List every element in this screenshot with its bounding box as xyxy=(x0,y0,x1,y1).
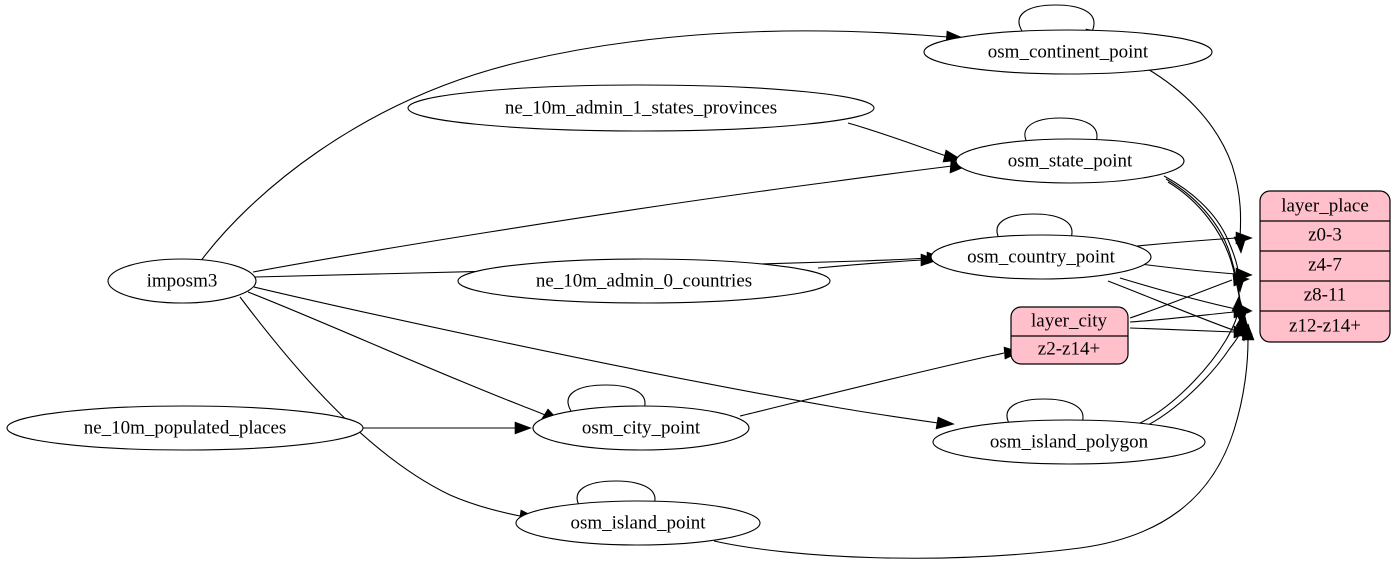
edge-imposm3-to-osm-city-point xyxy=(247,291,561,423)
node-ne-10m-admin-1-states-provinces[interactable]: ne_10m_admin_1_states_provinces xyxy=(407,84,875,132)
edge-osm-country-point-to-layer-place-z12-z14 xyxy=(1107,280,1253,338)
node-osm-continent-point[interactable]: osm_continent_point xyxy=(923,29,1213,75)
record-layer-place[interactable]: layer_place z0-3 z4-7 z8-11 z12-z14+ xyxy=(1259,190,1391,343)
edge-imposm3-to-osm-island-polygon xyxy=(253,286,955,430)
node-osm-island-polygon[interactable]: osm_island_polygon xyxy=(932,419,1206,465)
record-layer-city[interactable]: layer_city z2-z14+ xyxy=(1010,306,1129,365)
edge-osm-country-point-to-layer-place-z0-3 xyxy=(1136,231,1253,247)
edge-osm-country-point-to-layer-place-z8-11 xyxy=(1119,277,1253,316)
edge-osm-island-polygon-to-layer-place-z12-z14 xyxy=(1141,311,1249,429)
edge-imposm3-to-osm-state-point xyxy=(252,159,968,273)
edge-osm-state-point-to-layer-place-z8-11 xyxy=(1165,178,1248,327)
edge-osm-city-point-to-layer-city-z2-z14 xyxy=(739,346,1021,417)
edge-ne-admin0-to-osm-country-point xyxy=(817,253,938,269)
node-osm-state-point[interactable]: osm_state_point xyxy=(955,138,1185,184)
edge-imposm3-to-osm-continent-point xyxy=(199,30,964,263)
edge-ne-admin1-to-osm-state-point xyxy=(847,122,963,163)
edge-osm-island-point-to-layer-place-z12-z14 xyxy=(713,323,1255,559)
node-layer: imposm3 ne_10m_admin_1_states_provinces … xyxy=(6,29,1213,546)
node-ne-10m-admin-0-countries[interactable]: ne_10m_admin_0_countries xyxy=(457,258,831,304)
edge-ne-populated-to-osm-city-point xyxy=(362,421,532,435)
node-imposm3[interactable]: imposm3 xyxy=(107,258,257,304)
node-ne-10m-populated-places[interactable]: ne_10m_populated_places xyxy=(6,405,364,451)
edge-osm-island-polygon-to-layer-place-z8-11 xyxy=(1137,295,1245,425)
node-osm-city-point[interactable]: osm_city_point xyxy=(532,405,750,451)
node-osm-country-point[interactable]: osm_country_point xyxy=(930,234,1152,280)
edge-layer-city-to-layer-place-z4-7 xyxy=(1129,273,1250,319)
node-osm-island-point[interactable]: osm_island_point xyxy=(515,500,761,546)
